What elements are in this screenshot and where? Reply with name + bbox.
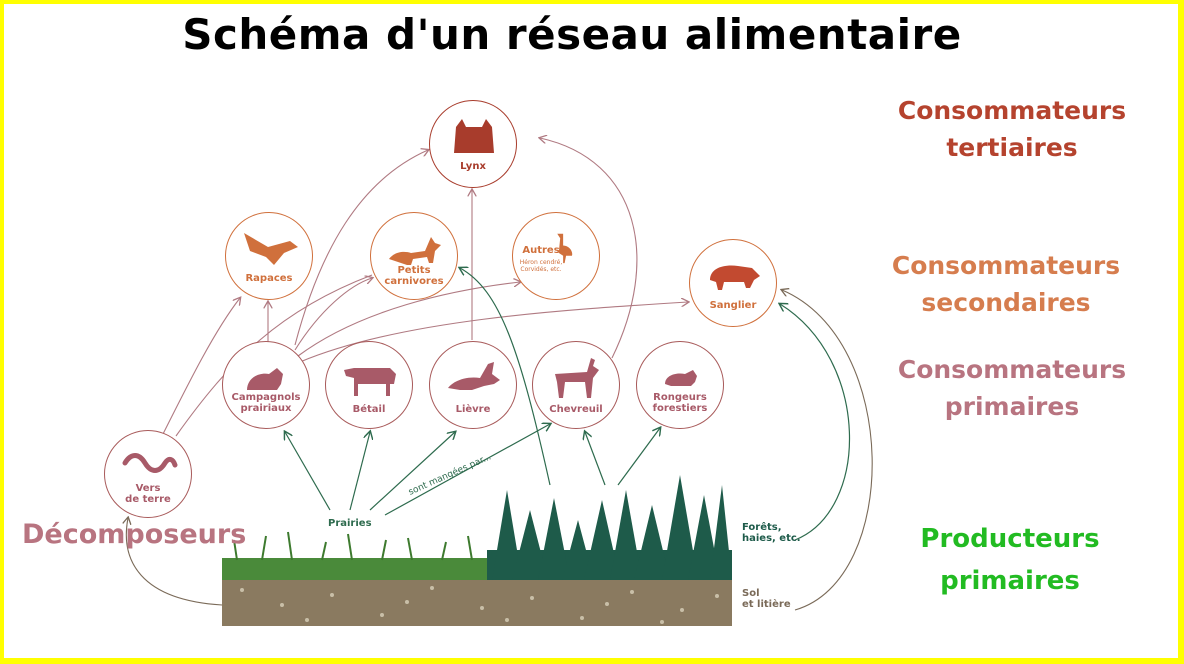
ground-illustration: [222, 475, 732, 626]
node-autres-sub: Héron cendré, Corvidés, etc.: [517, 259, 565, 273]
category-tertiary: Consommateurs tertiaires: [862, 92, 1162, 166]
forets-label-line2: haies, etc.: [742, 533, 801, 544]
node-petits-carnivores-line2: carnivores: [384, 276, 444, 287]
worm-icon: [122, 453, 178, 473]
node-campagnols-line1: Campagnols: [231, 392, 301, 403]
node-betail-label: Bétail: [352, 404, 386, 415]
node-rapaces-label: Rapaces: [245, 273, 293, 284]
deer-icon: [555, 358, 599, 398]
grass-layer: [222, 558, 487, 580]
hare-icon: [448, 362, 500, 390]
category-tertiary-line2: tertiaires: [946, 133, 1078, 162]
node-lievre: Lièvre: [429, 341, 517, 429]
category-secondary-line2: secondaires: [921, 288, 1091, 317]
node-rapaces: Rapaces: [225, 212, 313, 300]
node-vers-line1: Vers: [135, 483, 161, 494]
node-lievre-label: Lièvre: [455, 404, 491, 415]
forets-label: Forêts, haies, etc.: [742, 522, 801, 544]
node-petits-carnivores: Petits carnivores: [370, 212, 458, 300]
node-lynx-label: Lynx: [460, 161, 486, 172]
sol-label-line1: Sol: [742, 588, 760, 599]
node-vers: Vers de terre: [104, 430, 192, 518]
category-tertiary-line1: Consommateurs: [897, 96, 1127, 125]
node-rongeurs-line2: forestiers: [652, 403, 708, 414]
node-autres-sub-line1: Héron cendré,: [519, 259, 563, 266]
node-betail: Bétail: [325, 341, 413, 429]
node-rongeurs-line1: Rongeurs: [653, 392, 707, 403]
soil-texture: [240, 586, 719, 624]
node-campagnols: Campagnols prairiaux: [222, 341, 310, 429]
node-lynx: Lynx: [429, 100, 517, 188]
category-secondary: Consommateurs secondaires: [856, 247, 1156, 321]
node-petits-carnivores-label: Petits carnivores: [371, 265, 457, 287]
node-sanglier: Sanglier: [689, 239, 777, 327]
grass-blades: [233, 531, 473, 561]
category-producers-line2: primaires: [940, 566, 1080, 596]
fox-icon: [389, 237, 441, 265]
node-chevreuil: Chevreuil: [532, 341, 620, 429]
node-campagnols-line2: prairiaux: [240, 403, 292, 414]
category-decomposers: Décomposeurs: [22, 519, 247, 550]
forest-trees: [492, 475, 732, 580]
sol-label-line2: et litière: [742, 599, 791, 610]
page-title: Schéma d'un réseau alimentaire: [182, 10, 962, 59]
category-primary-line2: primaires: [944, 392, 1080, 421]
node-campagnols-label: Campagnols prairiaux: [223, 392, 309, 414]
prairies-label: Prairies: [328, 518, 372, 529]
node-chevreuil-label: Chevreuil: [549, 404, 603, 415]
lynx-icon: [454, 119, 494, 153]
category-secondary-line1: Consommateurs: [891, 251, 1121, 280]
forets-label-line1: Forêts,: [742, 522, 782, 533]
mouse-icon: [665, 370, 697, 386]
heron-icon: [557, 233, 573, 264]
node-vers-label: Vers de terre: [105, 483, 191, 505]
node-rongeurs: Rongeurs forestiers: [636, 341, 724, 429]
vole-icon: [247, 368, 283, 390]
category-primary: Consommateurs primaires: [862, 351, 1162, 425]
node-petits-carnivores-line1: Petits: [397, 265, 431, 276]
category-producers: Producteurs primaires: [880, 518, 1140, 602]
soil-layer: [222, 578, 732, 626]
category-producers-line1: Producteurs: [920, 524, 1100, 554]
eagle-icon: [244, 233, 298, 265]
sol-label: Sol et litière: [742, 588, 791, 610]
node-autres: Autres Héron cendré, Corvidés, etc.: [512, 212, 600, 300]
node-sanglier-label: Sanglier: [709, 300, 757, 311]
category-primary-line1: Consommateurs: [897, 355, 1127, 384]
node-rongeurs-label: Rongeurs forestiers: [637, 392, 723, 414]
cow-icon: [344, 368, 396, 396]
boar-icon: [710, 265, 760, 290]
node-autres-label: Autres: [522, 245, 560, 256]
node-autres-sub-line2: Corvidés, etc.: [520, 266, 562, 273]
node-vers-line2: de terre: [125, 494, 171, 505]
